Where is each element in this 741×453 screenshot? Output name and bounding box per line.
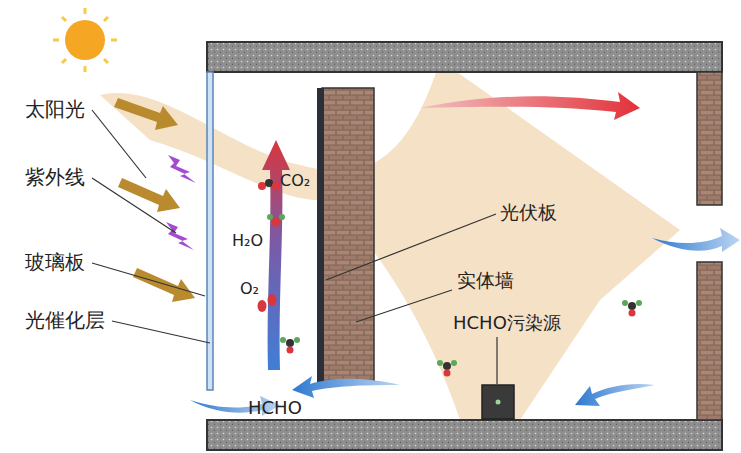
side-label: 太阳光 — [25, 98, 85, 120]
molecule-label: HCHO — [248, 398, 302, 418]
molecule-label: H₂O — [232, 232, 263, 250]
part-label: 光伏板 — [500, 202, 557, 223]
part-label: HCHO污染源 — [453, 313, 561, 333]
side-label: 光催化层 — [25, 309, 105, 331]
molecule-label: O₂ — [240, 280, 259, 298]
side-label: 玻璃板 — [25, 251, 85, 273]
side-label: 紫外线 — [25, 166, 85, 188]
part-label: 实体墙 — [457, 270, 514, 291]
molecule-label: CO₂ — [280, 172, 310, 190]
